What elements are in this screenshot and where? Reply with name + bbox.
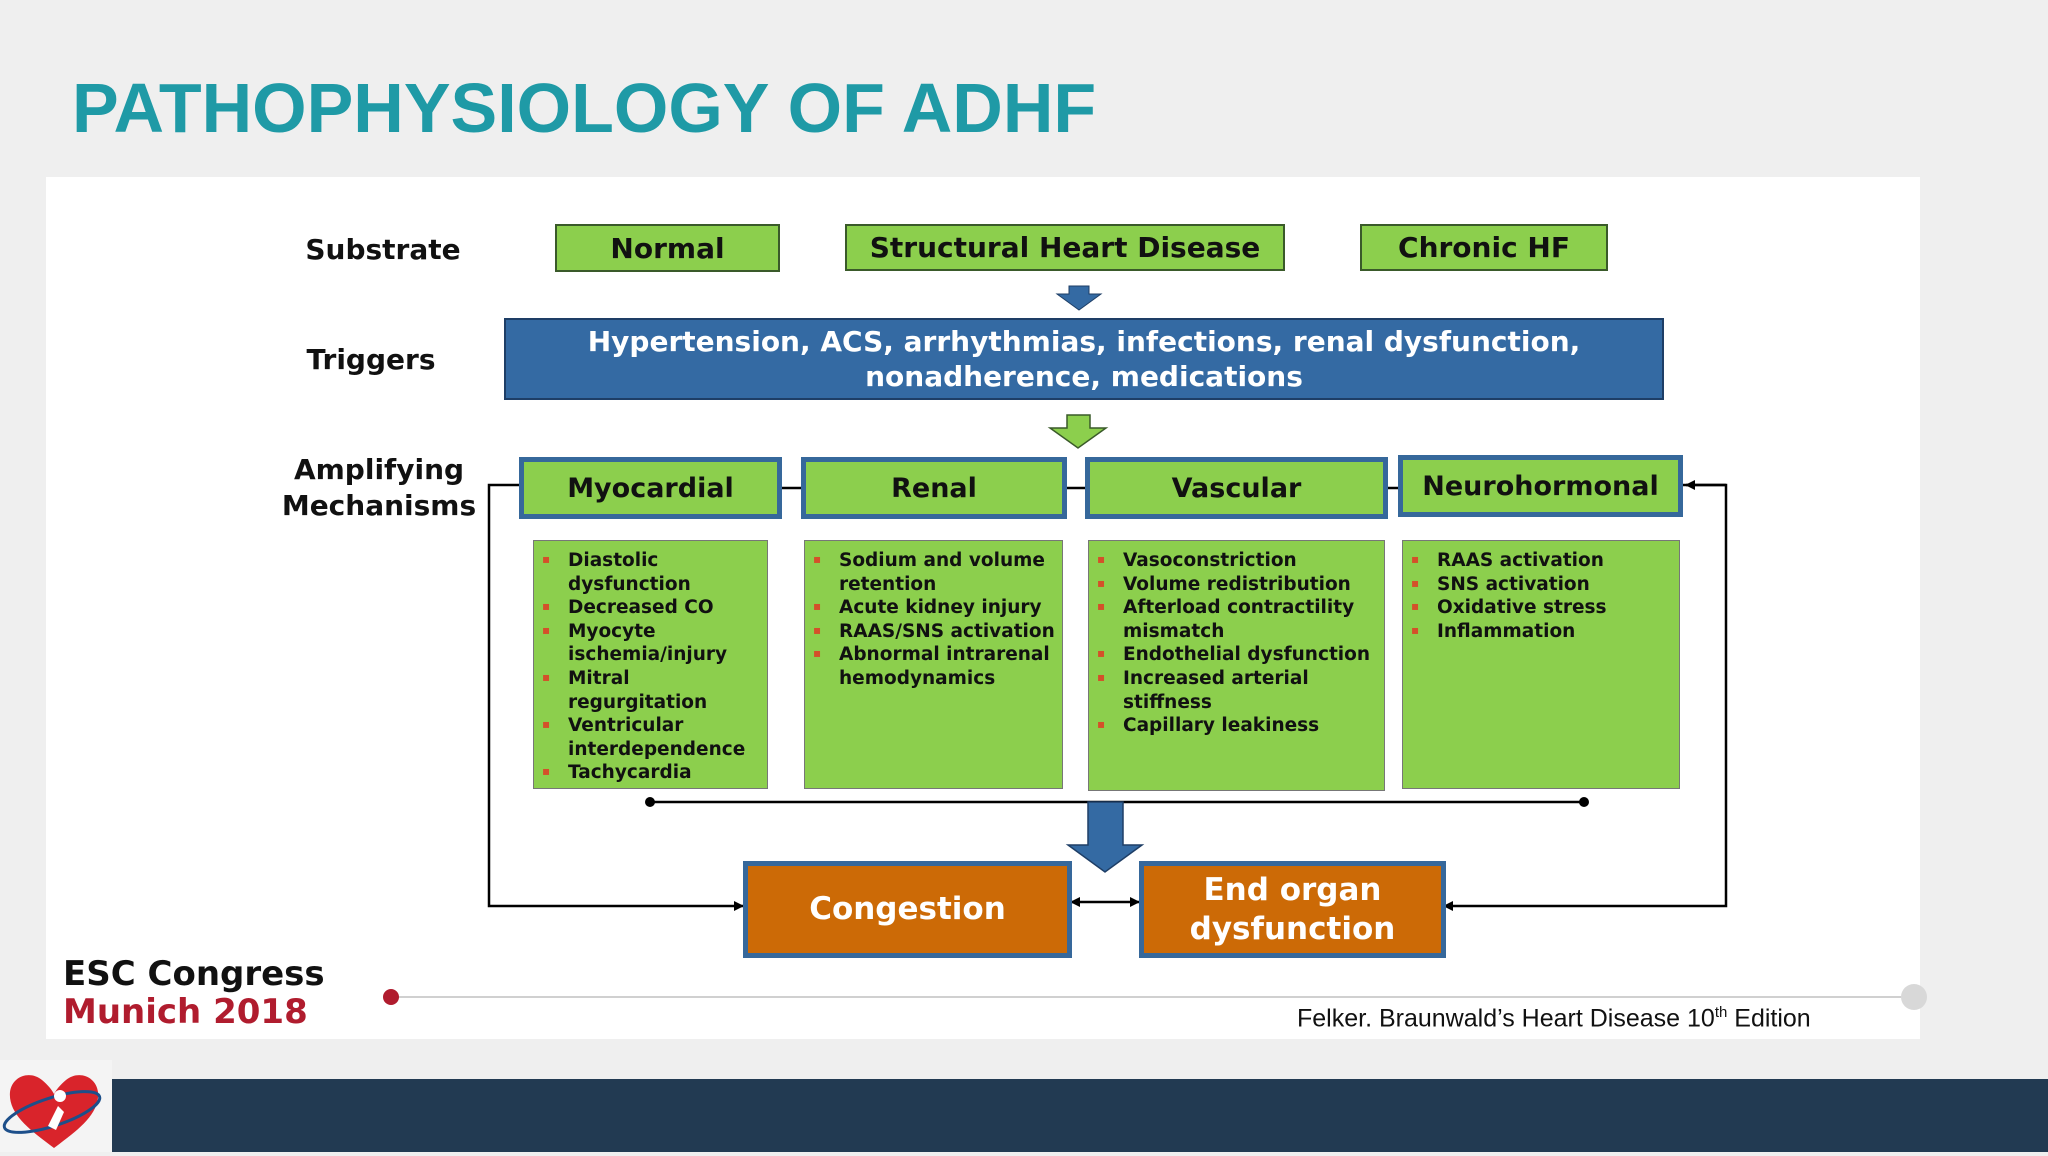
list-item: RAAS/SNS activation [813, 619, 1062, 644]
outcome-end-organ-line2: dysfunction [1189, 910, 1396, 947]
list-neurohormonal: RAAS activation SNS activation Oxidative… [1402, 540, 1680, 789]
list-item: Increased arterial stiffness [1097, 666, 1384, 714]
list-item: Afterload contractility mismatch [1097, 595, 1384, 643]
congress-location: Munich 2018 [63, 992, 308, 1032]
list-vascular: Vasoconstriction Volume redistribution A… [1088, 540, 1385, 791]
substrate-normal: Normal [555, 224, 780, 272]
row-label-amplifying: Amplifying Mechanisms [265, 452, 493, 524]
mechanism-vascular: Vascular [1085, 457, 1388, 519]
row-label-amplifying-line2: Mechanisms [281, 489, 477, 522]
list-item: Decreased CO [542, 595, 767, 620]
row-label-amplifying-line1: Amplifying [293, 453, 465, 486]
list-item: Mitral regurgitation [542, 666, 767, 714]
outcome-end-organ-dysfunction: End organ dysfunction [1139, 861, 1446, 958]
list-item: Capillary leakiness [1097, 713, 1384, 738]
slide-divider-dot [383, 989, 399, 1005]
down-arrow-outcomes [1065, 801, 1145, 873]
footer-bar [0, 1079, 2048, 1152]
list-item: Myocyte ischemia/injury [542, 619, 767, 667]
down-arrow-substrate [1055, 285, 1103, 311]
list-renal: Sodium and volume retention Acute kidney… [804, 540, 1063, 789]
outcome-congestion: Congestion [743, 861, 1072, 958]
citation: Felker. Braunwald’s Heart Disease 10th E… [1297, 1004, 1811, 1033]
list-item: Inflammation [1411, 619, 1679, 644]
list-item: RAAS activation [1411, 548, 1679, 573]
row-label-substrate: Substrate [305, 233, 461, 266]
list-myocardial: Diastolic dysfunction Decreased CO Myocy… [533, 540, 768, 789]
list-item: Endothelial dysfunction [1097, 642, 1384, 667]
triggers-box: Hypertension, ACS, arrhythmias, infectio… [504, 318, 1664, 400]
down-arrow-triggers [1047, 414, 1109, 449]
list-item: Vasoconstriction [1097, 548, 1384, 573]
outcome-end-organ-line1: End organ [1203, 871, 1382, 908]
triggers-line1: Hypertension, ACS, arrhythmias, infectio… [587, 325, 1581, 358]
left-feedback-loop [487, 480, 743, 908]
list-item: SNS activation [1411, 572, 1679, 597]
triggers-line2: nonadherence, medications [865, 360, 1303, 393]
list-item: Tachycardia [542, 760, 767, 785]
mechanism-renal: Renal [801, 457, 1067, 519]
row-label-triggers: Triggers [306, 343, 436, 376]
list-item: Acute kidney injury [813, 595, 1062, 620]
list-item: Abnormal intrarenal hemodynamics [813, 642, 1062, 690]
list-item: Oxidative stress [1411, 595, 1679, 620]
slide-title: PATHOPHYSIOLOGY OF ADHF [72, 69, 1097, 147]
esc-heart-logo-icon [0, 1060, 112, 1152]
list-item: Ventricular interdependence [542, 713, 767, 761]
mechanism-neurohormonal: Neurohormonal [1398, 455, 1683, 517]
congress-name: ESC Congress [63, 954, 325, 994]
list-item: Volume redistribution [1097, 572, 1384, 597]
list-item: Sodium and volume retention [813, 548, 1062, 596]
list-item: Diastolic dysfunction [542, 548, 767, 596]
substrate-structural-heart-disease: Structural Heart Disease [845, 224, 1285, 271]
substrate-chronic-hf: Chronic HF [1360, 224, 1608, 271]
mechanism-myocardial: Myocardial [519, 457, 782, 519]
